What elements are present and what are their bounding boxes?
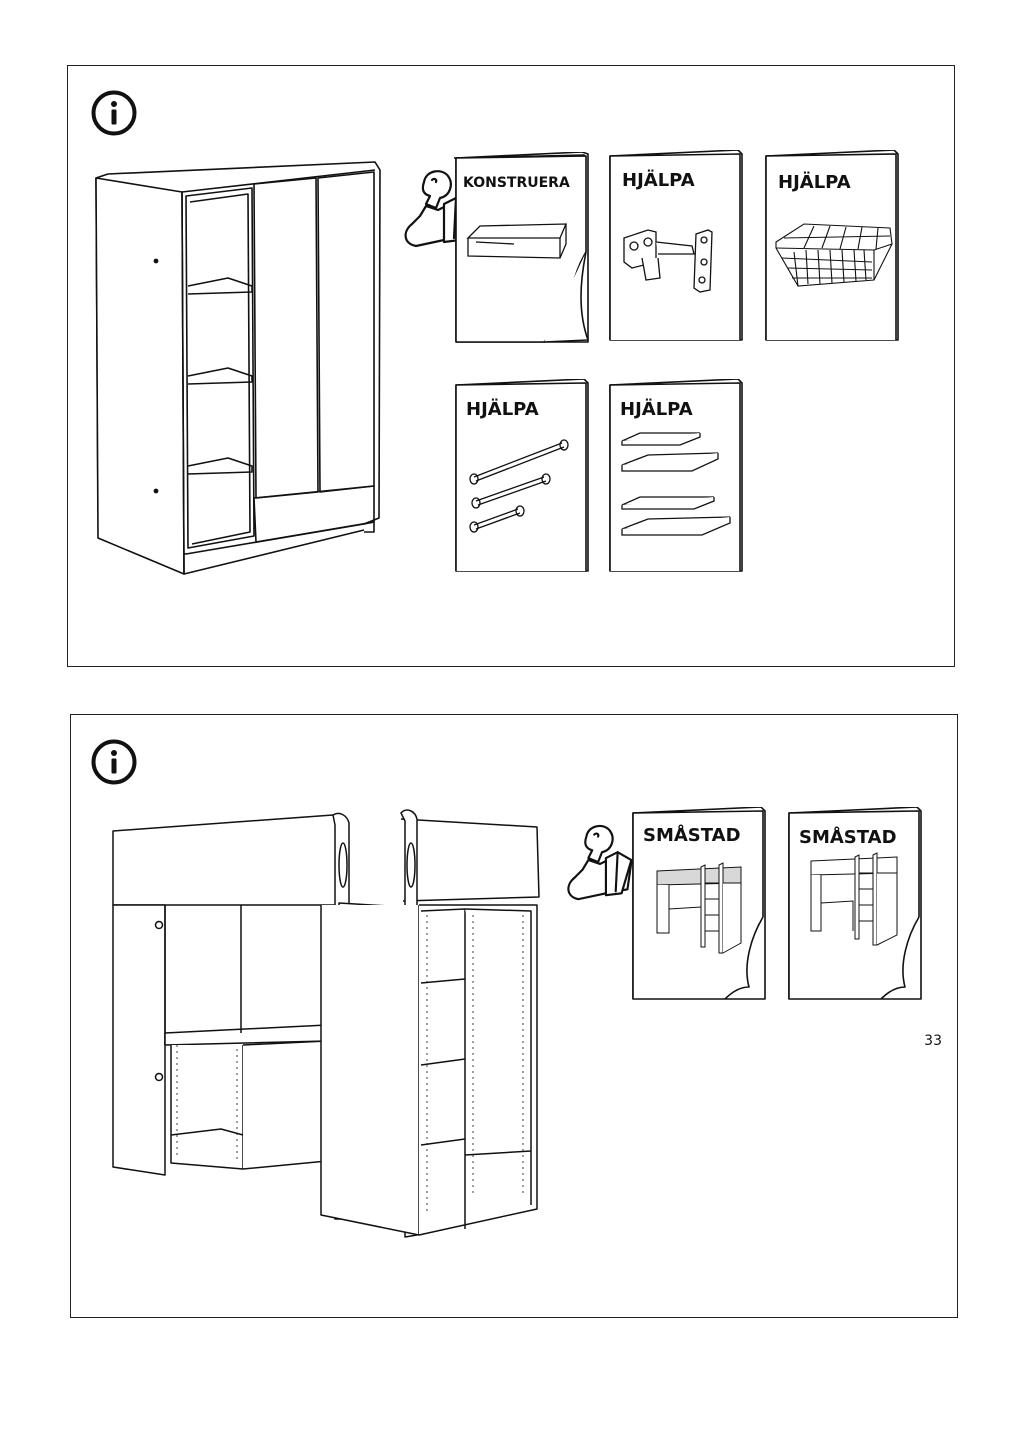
clothes-rails-drawing [469, 439, 569, 533]
booklet-hjalpa-hinge: HJÄLPA [608, 150, 744, 342]
booklet-smastad-2: SMÅSTAD [787, 807, 923, 1001]
wardrobe-illustration [95, 161, 381, 575]
info-icon [91, 90, 137, 136]
loft-bed-thumbnail [810, 852, 898, 946]
info-panel-bottom: SMÅSTAD SMÅSTAD [70, 714, 958, 1318]
info-panel-top: KONSTRUERA HJÄLPA [67, 65, 955, 667]
reading-person-icon [404, 170, 472, 248]
booklet-smastad-1: SMÅSTAD [631, 807, 767, 1001]
loft-bed-illustration [112, 809, 540, 1238]
booklet-cover [765, 150, 899, 341]
hinge-drawing [623, 229, 713, 293]
wire-basket-drawing [775, 223, 893, 287]
booklet-cover [632, 807, 766, 1000]
page-number: 33 [924, 1033, 942, 1049]
booklet-cover [609, 379, 743, 572]
booklet-hjalpa-basket: HJÄLPA [764, 150, 900, 342]
booklet-title: HJÄLPA [466, 399, 539, 420]
booklet-cover [454, 152, 589, 343]
booklet-cover [455, 379, 589, 572]
booklet-cover [788, 807, 922, 1000]
reading-person-icon [567, 824, 633, 901]
booklet-title: HJÄLPA [620, 399, 693, 420]
booklet-hjalpa-rails: HJÄLPA [454, 379, 590, 573]
booklet-title: HJÄLPA [778, 172, 851, 193]
loft-bed-thumbnail [656, 862, 742, 954]
shelves-drawing [621, 432, 731, 536]
drawer-drawing [466, 223, 567, 259]
booklet-title: HJÄLPA [622, 170, 695, 191]
booklet-cover [609, 150, 743, 341]
info-icon [91, 739, 137, 785]
booklet-title: SMÅSTAD [799, 827, 897, 848]
booklet-title: SMÅSTAD [643, 825, 741, 846]
booklet-konstruera: KONSTRUERA [454, 152, 590, 344]
booklet-hjalpa-shelves: HJÄLPA [608, 379, 744, 573]
booklet-title: KONSTRUERA [463, 175, 570, 191]
